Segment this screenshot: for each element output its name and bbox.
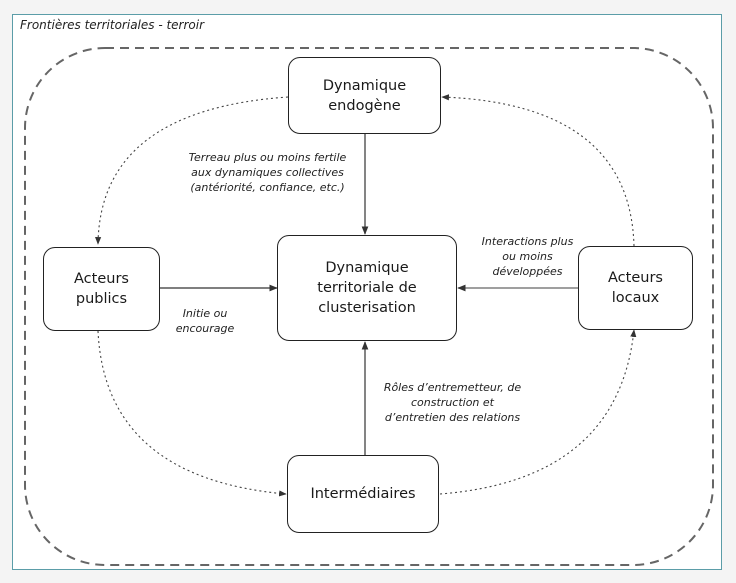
arrow-endogene-to-publics	[95, 96, 289, 245]
node-acteurs-locaux: Acteurs locaux	[578, 246, 693, 330]
arrow-publics-to-intermediaires	[97, 330, 287, 497]
label-locaux-to-center: Interactions plus ou moins développées	[481, 235, 574, 278]
territorial-boundary	[24, 47, 714, 566]
label-endogene-to-center: Terreau plus ou moins fertile aux dynami…	[188, 151, 347, 194]
frame-title: Frontières territoriales - terroir	[20, 18, 205, 32]
node-dynamique-endogene: Dynamique endogène	[288, 57, 441, 134]
node-acteurs-publics: Acteurs publics	[43, 247, 160, 331]
label-intermediaires-to-center: Rôles d’entremetteur, de construction et…	[383, 381, 522, 424]
node-intermediaires: Intermédiaires	[287, 455, 439, 533]
arrow-locaux-to-endogene	[441, 94, 635, 247]
node-dynamique-territoriale-clusterisation: Dynamique territoriale de clusterisation	[277, 235, 457, 341]
label-publics-to-center: Initie ou encourage	[175, 307, 235, 335]
